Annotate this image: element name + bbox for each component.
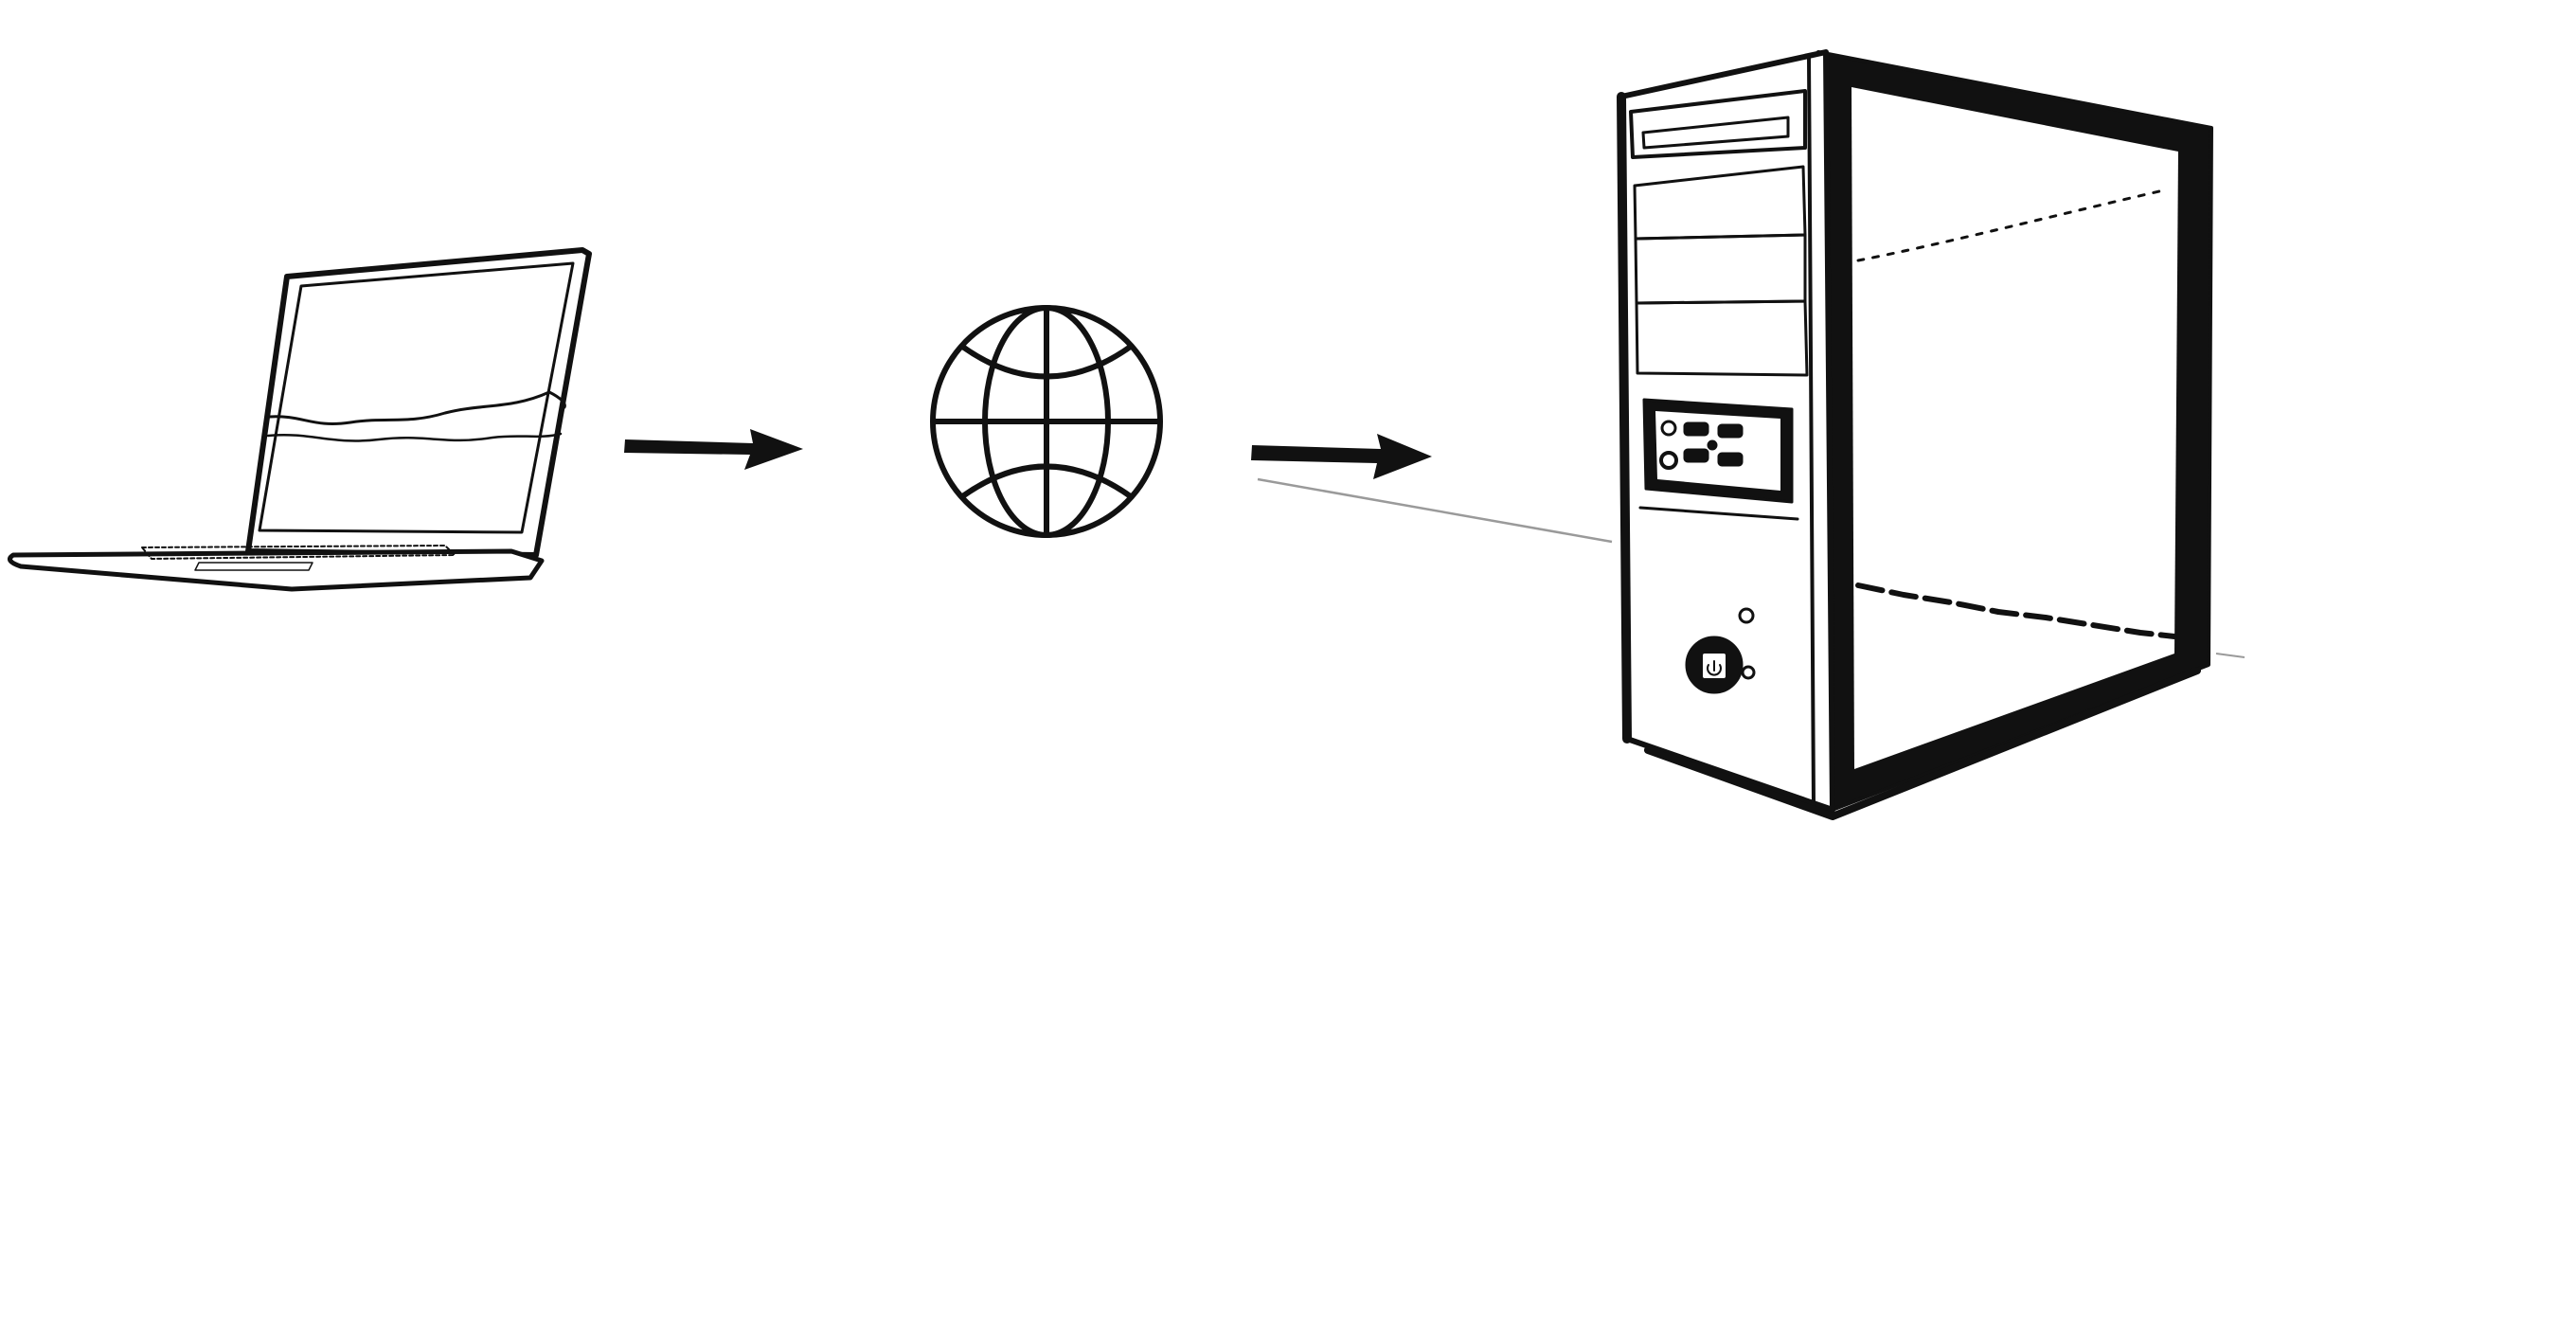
arrow-right-icon [1251,434,1432,479]
arrow-right-icon [624,429,803,470]
globe-icon [930,305,1163,538]
laptop-icon [7,247,592,592]
floor-shadow [1257,477,2245,658]
desktop-tower-icon [1617,49,2213,820]
